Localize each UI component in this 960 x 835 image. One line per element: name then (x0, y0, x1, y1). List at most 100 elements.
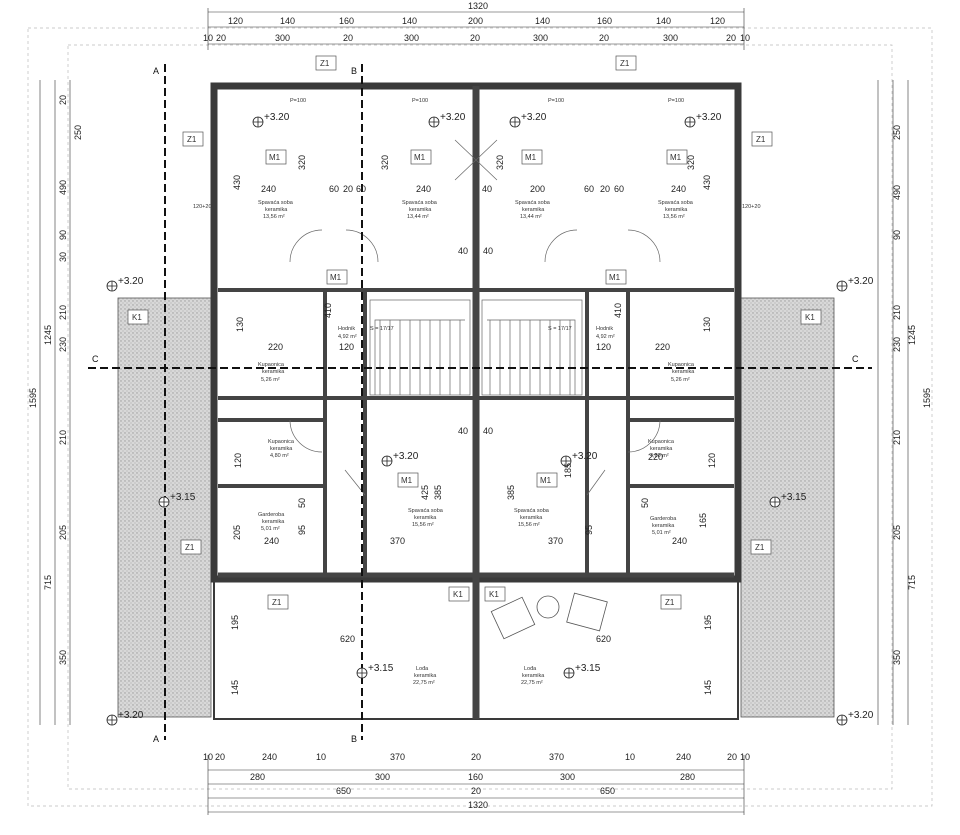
dim-left-210a: 210 (58, 305, 68, 320)
idim-240-c: 240 (671, 184, 686, 194)
dim-top-1-5: 140 (535, 16, 550, 26)
level-terrace-r: +3.15 (781, 492, 807, 503)
stairs (369, 299, 583, 396)
dim-left-20: 20 (58, 95, 68, 105)
room-bed-tr1-area: 13,44 m² (520, 214, 542, 220)
idim-240-a: 240 (261, 184, 276, 194)
dim-right-250: 250 (892, 125, 902, 140)
dim-bot-1-0: 10 (203, 752, 213, 762)
idim-60-c: 60 (584, 184, 594, 194)
opening-p100-c: P=100 (548, 98, 564, 104)
dim-right-205: 205 (892, 525, 902, 540)
dim-left-205: 205 (58, 525, 68, 540)
room-bed-tr1-name: Spavaća soba (515, 200, 551, 206)
idim-145-b: 145 (703, 680, 713, 695)
dim-left-715: 715 (43, 575, 53, 590)
opening-p100-b: P=100 (412, 98, 428, 104)
level-bed-1: +3.20 (264, 112, 290, 123)
tag-z1-h: Z1 (755, 543, 765, 552)
idim-120-a: 120 (339, 342, 354, 352)
dim-left-outer: 1595 (28, 388, 38, 408)
dim-top-total: 1320 (468, 1, 488, 11)
room-wc-l-area: 5,26 m² (261, 377, 280, 383)
idim-145-a: 145 (230, 680, 240, 695)
idim-165: 165 (698, 513, 708, 528)
dim-left-490: 490 (58, 180, 68, 195)
dim-top-2-2: 300 (275, 33, 290, 43)
section-c-left: C (92, 354, 99, 364)
section-a-top: A (153, 66, 159, 76)
room-loggia-l-area: 22,75 m² (413, 680, 435, 686)
dim-bot-2-4: 280 (680, 772, 695, 782)
dim-right-90a: 90 (892, 230, 902, 240)
section-c-right: C (852, 354, 859, 364)
room-loggia-r-area: 22,75 m² (521, 680, 543, 686)
level-loggia-l: +3.15 (368, 663, 394, 674)
tag-z1-b: Z1 (620, 59, 630, 68)
room-labels: Spavaća soba keramika 13,56 m² Spavaća s… (258, 200, 695, 686)
tag-m1-e: M1 (330, 273, 342, 282)
idim-95-a: 95 (297, 525, 307, 535)
dim-right-230: 230 (892, 337, 902, 352)
tag-m1-b: M1 (414, 153, 426, 162)
dim-bot-1-5: 20 (471, 752, 481, 762)
dim-bot-1-9: 20 (727, 752, 737, 762)
dim-bot-1-10: 10 (740, 752, 750, 762)
level-bl: +3.20 (118, 710, 144, 721)
opening-win-r: 120+20 (742, 204, 761, 210)
tag-m1-c: M1 (525, 153, 537, 162)
level-bed-5: +3.20 (393, 451, 419, 462)
room-bed-tr2-name: Spavaća soba (658, 200, 694, 206)
idim-220-a: 220 (268, 342, 283, 352)
dim-top-2-1: 20 (216, 33, 226, 43)
level-terrace-l: +3.15 (170, 492, 196, 503)
room-bed-tl-name: Spavaća soba (258, 200, 294, 206)
idim-50-b: 50 (640, 498, 650, 508)
idim-60-d: 60 (614, 184, 624, 194)
idim-195-b: 195 (703, 615, 713, 630)
idim-130-a: 130 (235, 317, 245, 332)
room-bath-r-name: Kupaonica (648, 439, 675, 445)
idim-425: 425 (420, 485, 430, 500)
idim-50-a: 50 (297, 498, 307, 508)
section-b-top: B (351, 66, 357, 76)
idim-200: 200 (530, 184, 545, 194)
dim-top-1-4: 200 (468, 16, 483, 26)
room-bed-tr1-finish: keramika (522, 207, 545, 213)
dim-right-210a: 210 (892, 305, 902, 320)
room-loggia-l-finish: keramika (414, 673, 437, 679)
room-bed-tr2-area: 13,56 m² (663, 214, 685, 220)
dim-right-210b: 210 (892, 430, 902, 445)
tag-m1-d: M1 (670, 153, 682, 162)
room-hall-r-area: 4,92 m² (596, 334, 615, 340)
dim-left-210b: 210 (58, 430, 68, 445)
tag-k1-d: K1 (805, 313, 815, 322)
tag-z1-g: Z1 (185, 543, 195, 552)
dim-bot-2-3: 300 (560, 772, 575, 782)
level-bed-6: +3.20 (572, 451, 598, 462)
room-bath-l-finish: keramika (270, 446, 293, 452)
dim-top-2-0: 10 (203, 33, 213, 43)
level-markers (106, 116, 848, 726)
room-bath-l-area: 4,80 m² (270, 453, 289, 459)
idim-385-b: 385 (506, 485, 516, 500)
dim-left-350: 350 (58, 650, 68, 665)
idim-430-b: 430 (702, 175, 712, 190)
tag-z1-e: Z1 (272, 598, 282, 607)
dim-top-2-6: 300 (533, 33, 548, 43)
room-ward-r-finish: keramika (652, 523, 675, 529)
idim-220-b: 220 (655, 342, 670, 352)
dim-top-2-10: 10 (740, 33, 750, 43)
room-bed-tr2-finish: keramika (665, 207, 688, 213)
dim-top-1-1: 140 (280, 16, 295, 26)
tag-z1-d: Z1 (756, 135, 766, 144)
dim-bot-3-0: 650 (336, 786, 351, 796)
room-hall-l-name: Hodnik (338, 326, 355, 332)
room-wc-l-name: Kupaonica (258, 362, 285, 368)
room-bed-tm-name: Spavaća soba (402, 200, 438, 206)
dim-top-2-7: 20 (599, 33, 609, 43)
room-wc-l-finish: keramika (262, 369, 285, 375)
level-br: +3.20 (848, 710, 874, 721)
outer-dashed-frame (27, 27, 933, 807)
